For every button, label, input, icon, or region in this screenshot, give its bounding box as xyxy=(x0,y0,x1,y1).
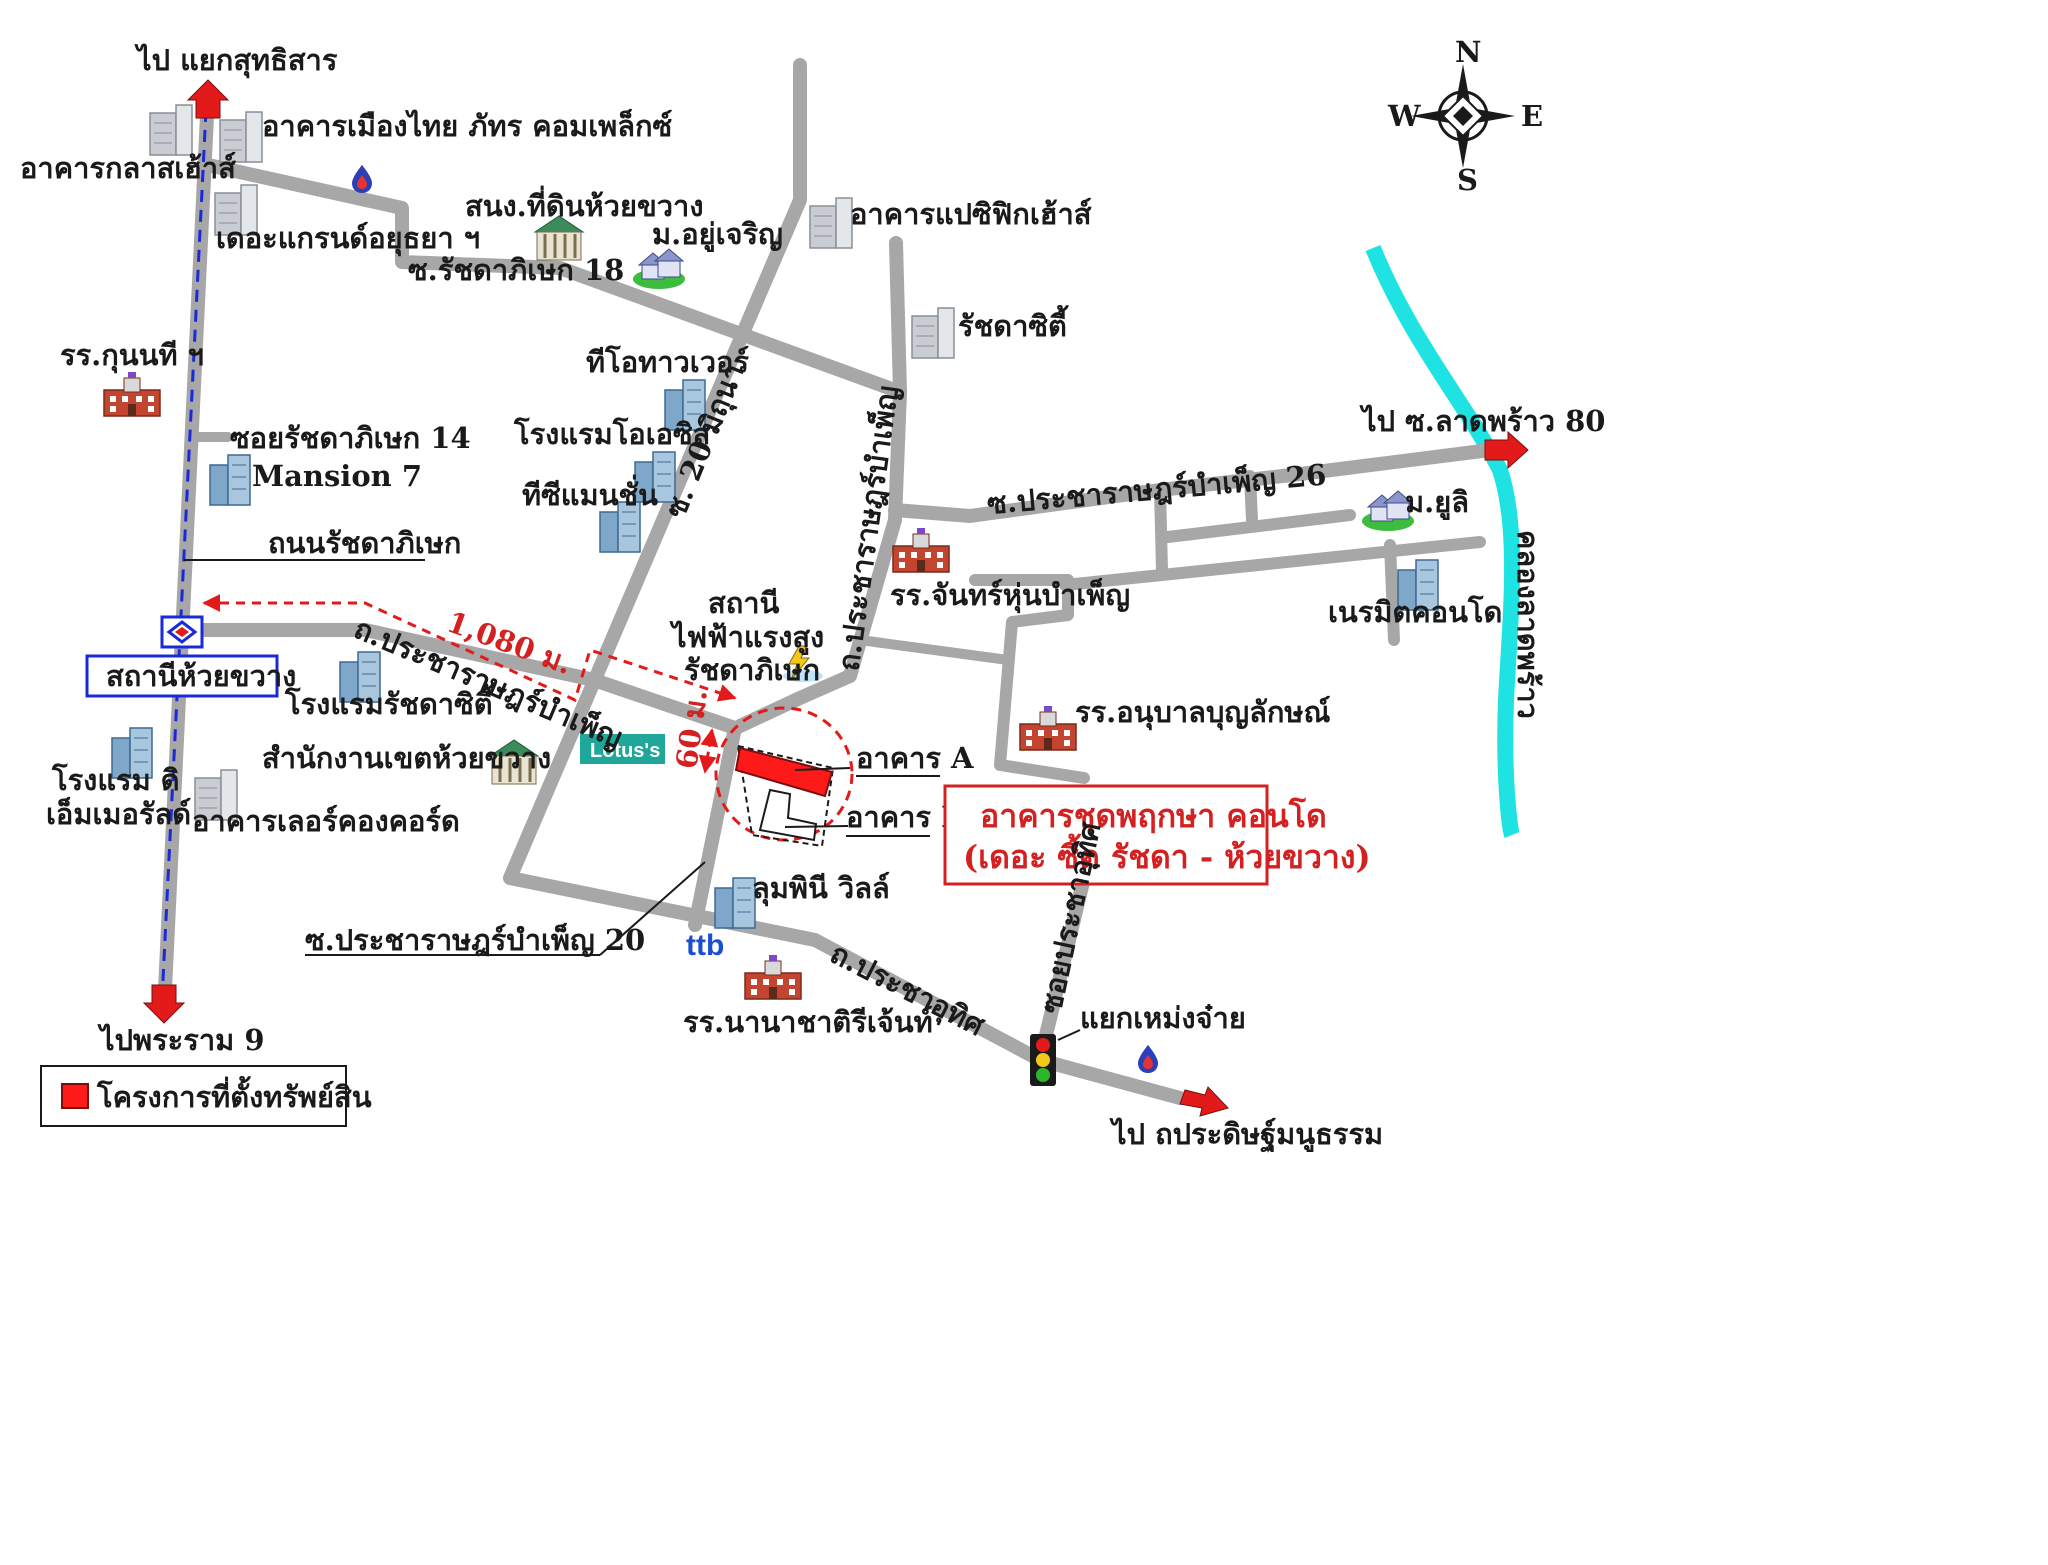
label-naremit: เนรมิตคอนโด xyxy=(1328,594,1502,629)
label-ratchadapisek-road: ถนนรัชดาภิเษก xyxy=(268,526,461,560)
road-pracharat-bamphen-vertical xyxy=(733,236,907,733)
label-anuban: รร.อนุบาลบุญลักษณ์ xyxy=(1075,695,1331,730)
road-lower-east xyxy=(1059,536,1486,646)
mrt-station-icon xyxy=(160,615,204,649)
label-station: สถานีห้วยขวาง xyxy=(106,659,296,693)
compass-n: N xyxy=(1455,35,1482,69)
road-soi-18 xyxy=(201,158,907,399)
road-prachauthit xyxy=(503,871,1187,1105)
label-power-2: ไฟฟ้าแรงสูง xyxy=(669,620,824,655)
label-regent: รร.นานาชาติรีเจ้นท์ xyxy=(683,1005,933,1039)
building-icon xyxy=(911,307,955,359)
gas-station-icon xyxy=(1138,1045,1158,1073)
gas-station-icon xyxy=(352,165,372,193)
dest-south: ไปพระราม 9 xyxy=(97,1023,265,1057)
road-soi-26-branches xyxy=(1154,470,1356,576)
school-icon xyxy=(892,527,950,573)
village-icon xyxy=(632,248,686,290)
label-soi-14: ซอยรัชดาภิเษก 14 xyxy=(230,421,471,455)
ttb-logo: ttb xyxy=(686,929,724,962)
legend-label: โครงการที่ตั้งทรัพย์สิน xyxy=(96,1075,372,1114)
compass-e: E xyxy=(1521,99,1543,133)
distance-line-station xyxy=(202,594,737,703)
road-chantra xyxy=(969,574,1090,784)
building-icon xyxy=(149,104,193,156)
label-emerald-2: เอ็มเมอรัลด์ xyxy=(46,796,191,831)
canal xyxy=(1365,245,1521,838)
dest-east: ไป ซ.ลาดพร้าว 80 xyxy=(1359,404,1605,438)
lotus-logo: Lotus's xyxy=(580,734,665,764)
arrow-southeast-icon xyxy=(1179,1086,1229,1117)
project-title-line-2: (เดอะ ซี้ด รัชดา - ห้วยขวาง) xyxy=(963,833,1371,876)
compass-w: W xyxy=(1387,99,1421,133)
traffic-light-icon xyxy=(1030,1029,1081,1086)
project-title-line-1: อาคารชุดพฤกษา คอนโด xyxy=(980,797,1327,837)
label-canal: คลองลาดพร้าว xyxy=(1511,530,1545,719)
dest-southeast: ไป ถประดิษฐ์มนูธรรม xyxy=(1109,1117,1383,1153)
label-tower: ทีโอทาวเวอร์ xyxy=(586,344,749,379)
power-station-icon xyxy=(783,645,823,682)
project-title-box xyxy=(943,784,1269,886)
station-box xyxy=(85,654,279,698)
compass-s: S xyxy=(1457,163,1478,197)
label-soi-18: ซ.รัชดาภิเษก 18 xyxy=(408,253,624,287)
label-kunnon: รร.กุนนที ฯ xyxy=(60,338,204,373)
label-yuli: ม.ยูลิ xyxy=(1405,485,1469,520)
label-intersection: แยกเหม่งจ๋าย xyxy=(1080,1001,1246,1035)
building-a-marker xyxy=(734,746,834,798)
label-power-3: รัชดาภิเษก xyxy=(684,653,820,687)
label-emerald-1: โรงแรม ดิ xyxy=(51,762,180,797)
legend-swatch xyxy=(61,1083,89,1109)
road-ratchadapisek xyxy=(157,88,215,1017)
svg-text:Lotus's: Lotus's xyxy=(590,740,660,762)
label-hotel-ratchacity: โรงแรมรัชดาซิตี้ xyxy=(284,682,495,721)
label-muangthai: อาคารเมืองไทย ภัทร คอมเพล็กซ์ xyxy=(262,108,672,143)
label-distance-short: 60 ม. xyxy=(669,687,714,771)
tower-icon xyxy=(714,877,756,929)
school-icon xyxy=(1019,705,1077,751)
school-icon xyxy=(744,954,802,1000)
label-glass: อาคารกลาสเฮ้าส์ xyxy=(20,151,236,185)
label-concord: อาคารเลอร์คองคอร์ด xyxy=(192,804,460,838)
compass-rose-icon xyxy=(1411,64,1515,168)
project-buildings xyxy=(734,744,851,848)
arrow-east-icon xyxy=(1484,430,1529,470)
label-village-yoocharoen: ม.อยู่เจริญ xyxy=(652,217,783,252)
label-ratchacity: รัชดาซิตี้ xyxy=(958,304,1069,343)
label-chantra: รร.จันทร์หุ่นบำเพ็ญ xyxy=(890,577,1130,613)
school-icon xyxy=(103,371,161,417)
mrt-line xyxy=(160,109,208,1001)
road-link xyxy=(855,635,1013,665)
distance-line-short xyxy=(698,728,719,774)
arrow-south-icon xyxy=(142,984,186,1024)
legend-box xyxy=(40,1065,347,1127)
label-tc-mansion: ทีซีแมนชั่น xyxy=(522,474,658,512)
label-oasis: โรงแรมโอเอซิส xyxy=(513,416,711,451)
label-power-1: สถานี xyxy=(708,586,780,620)
leader-soi-20-diag xyxy=(599,861,706,956)
label-building-a: อาคาร A xyxy=(856,741,974,775)
label-land-office: สนง.ที่ดินห้วยขวาง xyxy=(465,185,704,223)
label-grand: เดอะแกรนด์อยุธยา ฯ xyxy=(216,221,480,256)
building-icon xyxy=(809,197,853,249)
label-pacific: อาคารแปซิฟิกเฮ้าส์ xyxy=(850,197,1092,231)
label-district-office: สำนักงานเขตห้วยขวาง xyxy=(262,741,551,775)
label-lumpini: ลุมพินี วิลล์ xyxy=(752,871,890,906)
road-middle xyxy=(587,673,742,932)
tower-icon xyxy=(209,454,251,506)
dest-north: ไป แยกสุทธิสาร xyxy=(134,43,338,78)
label-soi-20-bamphen: ซ.ประชาราษฎร์บำเพ็ญ 20 xyxy=(305,922,645,958)
arrow-north-icon xyxy=(186,79,230,119)
label-mansion7: Mansion 7 xyxy=(252,459,422,493)
building-b-marker xyxy=(758,788,818,842)
